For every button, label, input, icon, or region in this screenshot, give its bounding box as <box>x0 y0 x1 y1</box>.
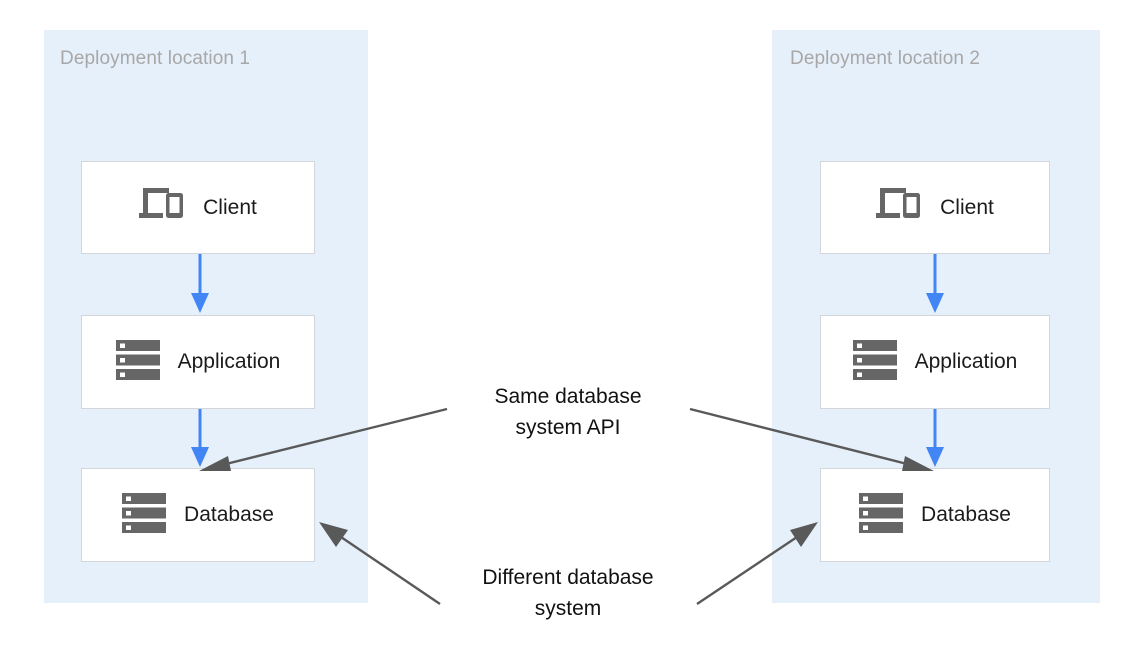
devices-icon <box>876 185 922 230</box>
node-label: Database <box>921 503 1011 526</box>
server-icon <box>852 339 897 386</box>
deployment-zone-1-title: Deployment location 1 <box>60 48 251 69</box>
node-label: Client <box>940 195 994 219</box>
annotation-different-database-system: Different database system <box>482 566 654 620</box>
node-client-2[interactable]: Client <box>820 161 1050 254</box>
node-database-2[interactable]: Database <box>820 468 1050 562</box>
server-icon <box>122 492 167 539</box>
deployment-zone-2-title: Deployment location 2 <box>790 48 981 69</box>
node-label: Application <box>177 350 281 373</box>
node-application-1[interactable]: Application <box>81 315 315 409</box>
node-label: Application <box>914 350 1018 373</box>
node-label: Client <box>203 195 257 219</box>
node-client-1[interactable]: Client <box>81 161 315 254</box>
node-database-1[interactable]: Database <box>81 468 315 562</box>
server-icon <box>115 339 160 386</box>
node-application-2[interactable]: Application <box>820 315 1050 409</box>
node-label: Database <box>184 503 274 526</box>
server-icon <box>859 492 904 539</box>
annotation-same-database-system-api: Same database system API <box>494 385 642 439</box>
devices-icon <box>139 185 185 230</box>
